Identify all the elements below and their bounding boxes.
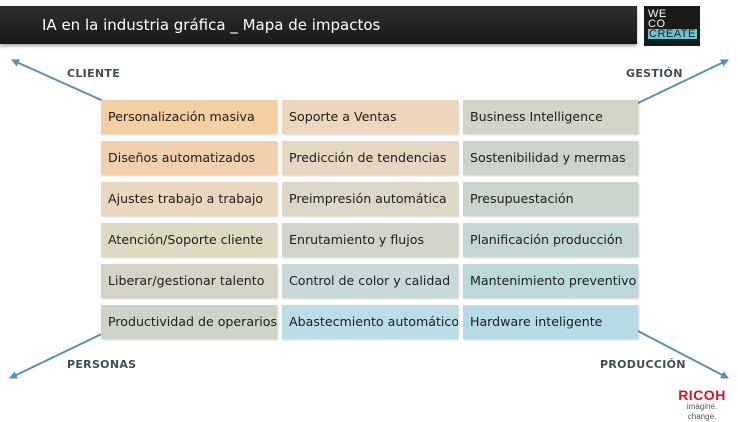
ricoh-logo: RICOH imagine. change. (672, 388, 732, 422)
impact-cell: Sostenibilidad y mermas (463, 141, 638, 175)
impact-cell: Enrutamiento y flujos (282, 223, 458, 257)
impact-cell: Abastecmiento automático (282, 305, 458, 339)
impact-cell: Planificación producción (463, 223, 638, 257)
brand-name: RICOH (678, 387, 726, 403)
wecocreate-logo: WE CO CREATE (644, 6, 700, 46)
impact-cell: Presupuestación (463, 182, 638, 216)
impact-cell: Business Intelligence (463, 100, 638, 134)
impact-cell: Liberar/gestionar talento (101, 264, 277, 298)
logo-line-2: CO (648, 18, 666, 30)
impact-cell: Soporte a Ventas (282, 100, 458, 134)
impact-cell: Control de color y calidad (282, 264, 458, 298)
impact-cell: Atención/Soporte cliente (101, 223, 277, 257)
impact-cell: Mantenimiento preventivo (463, 264, 638, 298)
impact-cell: Productividad de operarios (101, 305, 277, 339)
impact-cell: Hardware inteligente (463, 305, 638, 339)
slide-title-bar: IA en la industria gráfica _ Mapa de imp… (0, 6, 637, 44)
impact-cell: Diseños automatizados (101, 141, 277, 175)
slide-title: IA en la industria gráfica _ Mapa de imp… (42, 16, 381, 34)
arrow-gestion (635, 59, 729, 105)
brand-tagline: imagine. change. (686, 402, 718, 421)
impact-cell: Personalización masiva (101, 100, 277, 134)
corner-label-gestion: GESTIÓN (626, 67, 683, 80)
corner-label-personas: PERSONAS (67, 358, 137, 371)
logo-line-3: CREATE (648, 28, 697, 40)
impact-cell: Predicción de tendencias (282, 141, 458, 175)
corner-label-cliente: CLIENTE (67, 67, 121, 80)
logo-line-1: WE (648, 8, 667, 20)
arrow-personas (9, 329, 111, 379)
corner-label-produccion: PRODUCCIÓN (600, 358, 686, 371)
arrow-cliente (11, 59, 111, 105)
impact-cell: Preimpresión automática (282, 182, 458, 216)
impact-cell: Ajustes trabajo a trabajo (101, 182, 277, 216)
arrow-produccion (635, 329, 729, 379)
